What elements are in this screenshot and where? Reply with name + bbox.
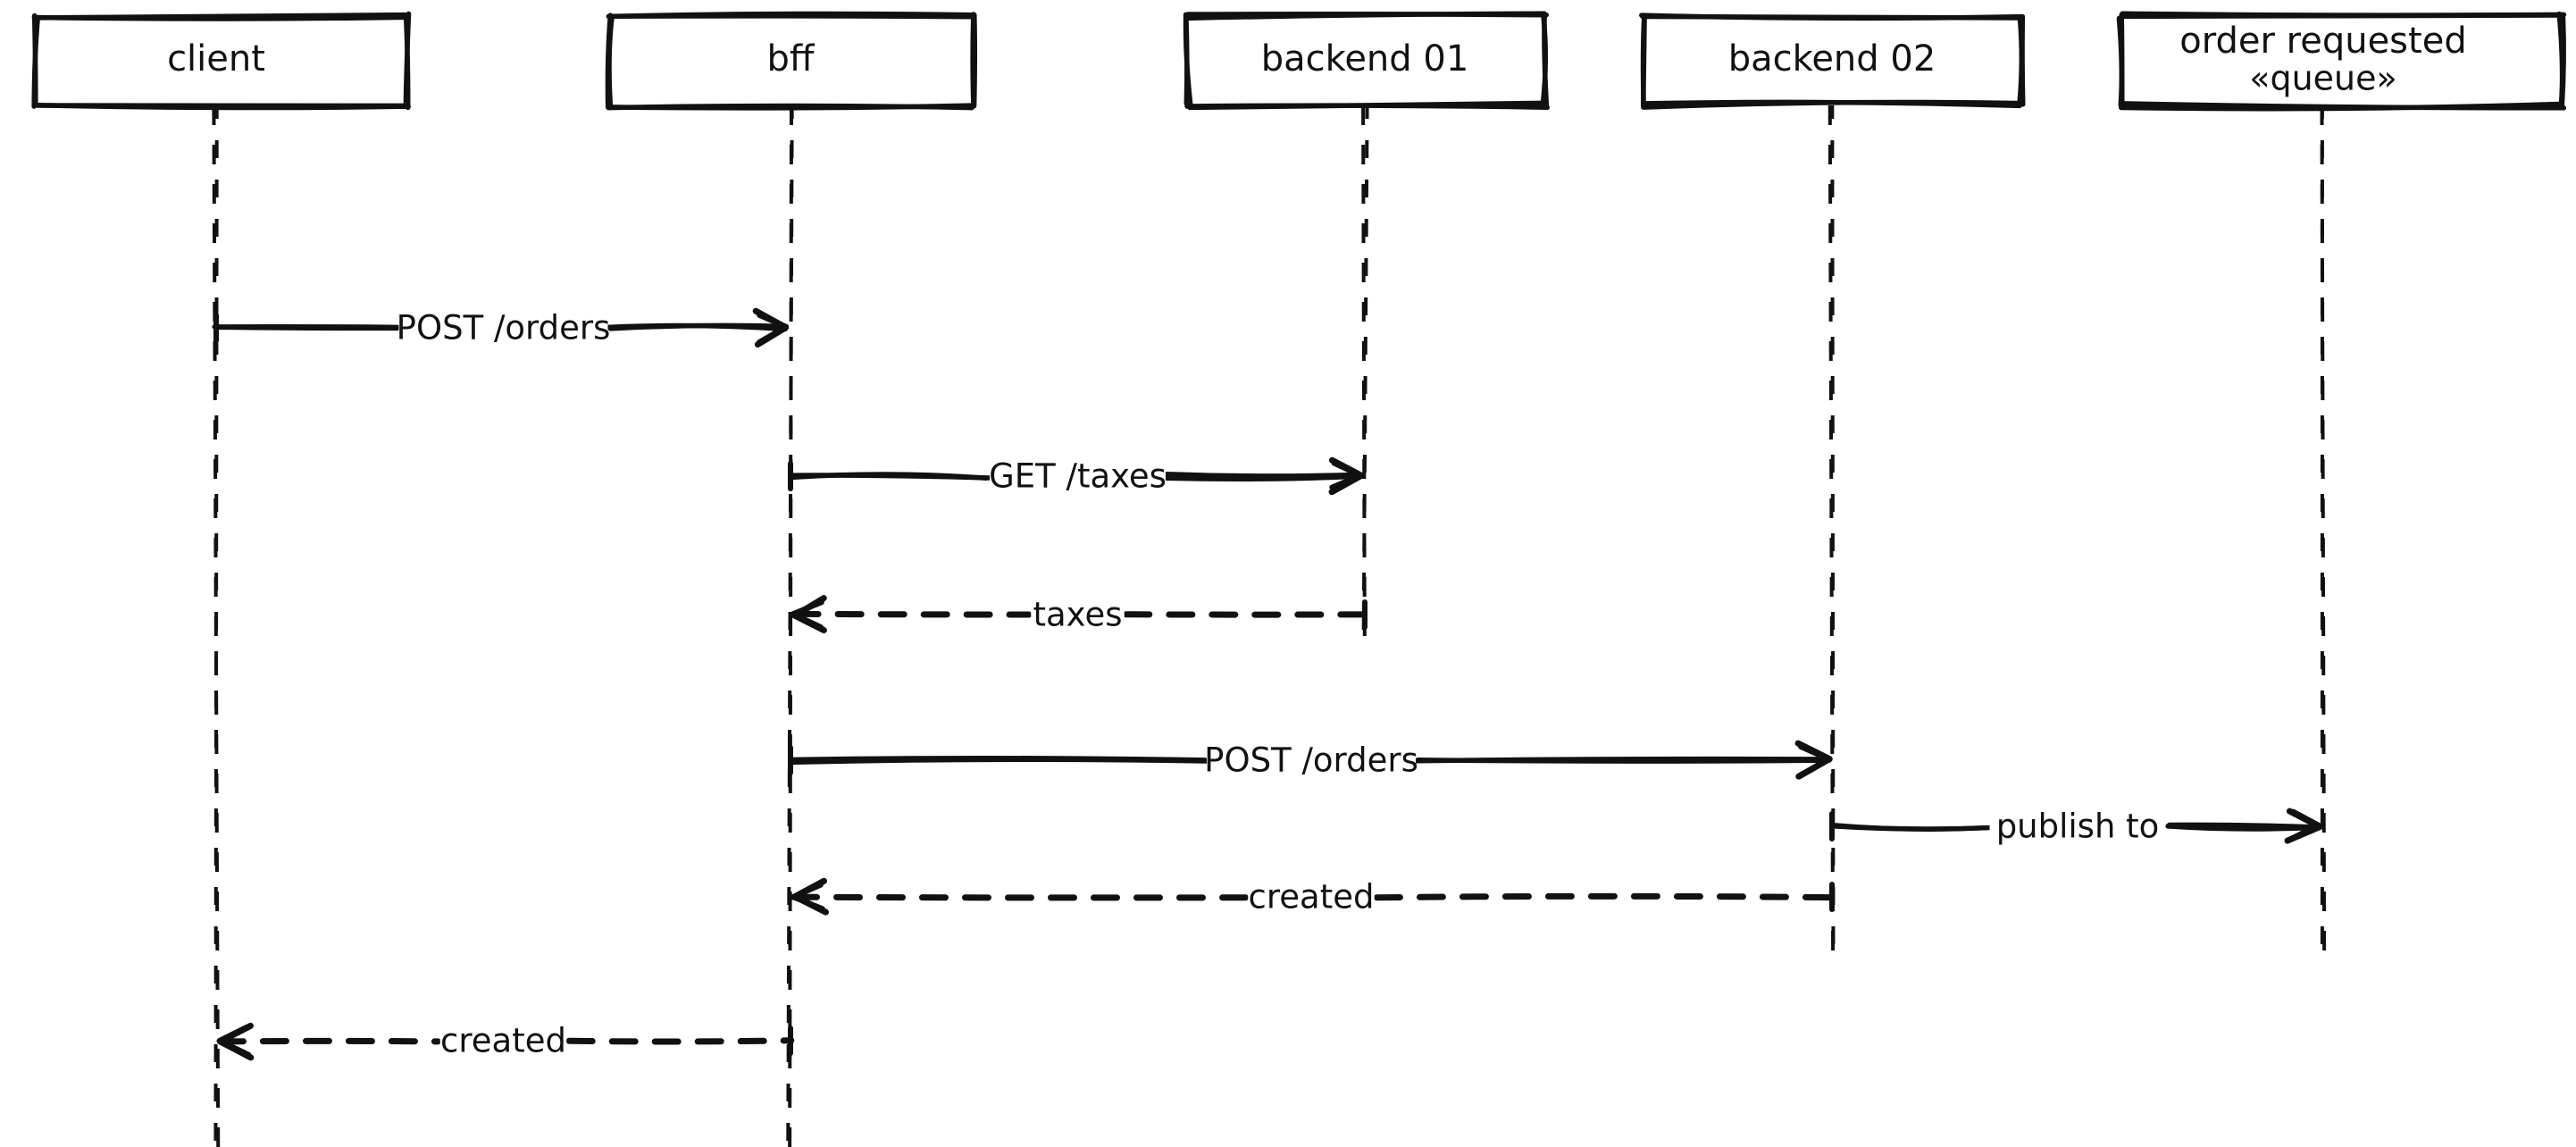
lifeline-client	[212, 105, 221, 1147]
participant-box-bff-edge	[970, 12, 976, 108]
arrowhead-m3-inner	[790, 599, 824, 630]
participant-stereotype-queue: «queue»	[2249, 59, 2397, 98]
participant-box-bff-edge	[606, 103, 974, 111]
participant-box-queue-edge	[2116, 15, 2125, 108]
lifeline-stroke	[786, 105, 794, 1147]
message-label-bg-m5	[1989, 803, 2166, 850]
message-line-m6	[790, 893, 1250, 901]
message-label-bg-m3	[1031, 591, 1125, 638]
message-line-m2	[788, 473, 992, 481]
message-line-m2	[1163, 473, 1366, 482]
message-label-bg-m7	[439, 1017, 567, 1064]
participant-box-backend02-edge	[1640, 14, 1647, 109]
message-label-bg-m1	[398, 305, 608, 351]
participant-label-backend02: backend 02	[1728, 38, 1936, 80]
message-line-m6	[1373, 892, 1836, 901]
message-label-m1: POST /orders	[397, 309, 611, 347]
participant-box-bff-fill	[610, 16, 974, 105]
participant-backend02[interactable]: backend 02	[1639, 13, 2026, 110]
message-m7[interactable]: created	[216, 1017, 795, 1064]
message-line-m1	[607, 322, 789, 331]
participant-label-bff: bff	[767, 38, 815, 80]
lifeline-stroke	[213, 105, 219, 1147]
participant-client[interactable]: client	[31, 11, 412, 111]
arrowhead-m4-inner	[1798, 743, 1832, 778]
participant-queue[interactable]: order requested«queue»	[2116, 11, 2567, 112]
lifeline-bff	[786, 105, 794, 1147]
participant-box-queue-edge	[2556, 11, 2565, 106]
participants-layer: client bff backend 01 backend 02 order reque…	[31, 11, 2567, 112]
participant-box-client-edge	[33, 103, 411, 111]
message-line-m4	[789, 757, 1209, 766]
participant-box-queue-edge	[2119, 101, 2567, 111]
lifelines-layer	[212, 105, 2327, 1147]
lifeline-backend01	[1361, 105, 1369, 642]
message-m6[interactable]: created	[790, 874, 1836, 920]
participant-label-client: client	[167, 38, 265, 80]
message-label-bg-m2	[990, 453, 1166, 499]
lifeline-stroke	[1361, 105, 1367, 642]
participant-box-backend02-edge	[1643, 99, 2022, 109]
message-label-m3: taxes	[1033, 596, 1123, 634]
participant-label-queue: order requested	[2179, 21, 2466, 62]
participant-box-backend01-fill	[1188, 16, 1545, 105]
participant-bff[interactable]: bff	[605, 11, 978, 111]
message-line-m3	[791, 610, 1033, 618]
arrowhead-m7-inner	[216, 1025, 252, 1058]
lifeline-stroke	[1361, 105, 1369, 642]
participant-box-backend02-edge	[2017, 15, 2025, 106]
message-line-m5	[1830, 824, 1993, 832]
message-line-m4	[1413, 756, 1829, 764]
message-label-m6: created	[1249, 878, 1375, 917]
participant-backend01[interactable]: backend 01	[1183, 11, 1550, 111]
participant-box-client-fill	[36, 16, 406, 105]
participant-box-backend01-edge	[1183, 13, 1190, 107]
participant-box-backend01-edge	[1185, 11, 1549, 18]
arrowhead-m1-inner	[757, 312, 790, 345]
message-m3[interactable]: taxes	[790, 591, 1369, 638]
message-line-m7	[565, 1037, 795, 1045]
message-label-bg-m6	[1248, 874, 1375, 920]
participant-box-backend01-edge	[1184, 103, 1550, 110]
message-m2[interactable]: GET /taxes	[788, 453, 1366, 499]
participant-box-client-edge	[31, 14, 408, 21]
participant-box-queue-edge	[2120, 11, 2567, 18]
participant-label-backend01: backend 01	[1261, 38, 1469, 80]
message-label-m4: POST /orders	[1204, 741, 1418, 780]
message-label-m7: created	[440, 1022, 566, 1060]
arrowhead-m5-inner	[2287, 808, 2321, 842]
participant-box-backend02-fill	[1643, 16, 2020, 105]
message-m1[interactable]: POST /orders	[212, 305, 790, 351]
message-label-m5: publish to	[1996, 808, 2160, 846]
message-m5[interactable]: publish to	[1829, 803, 2323, 850]
message-line-m5	[2165, 824, 2322, 832]
message-m4[interactable]: POST /orders	[788, 737, 1833, 783]
lifeline-queue	[2320, 105, 2327, 966]
participant-box-client-edge	[403, 11, 412, 107]
message-label-bg-m4	[1207, 737, 1416, 783]
message-line-m1	[212, 323, 400, 331]
participant-box-backend01-edge	[1540, 14, 1549, 107]
arrowhead-m6-inner	[790, 882, 825, 912]
message-label-m2: GET /taxes	[989, 457, 1167, 496]
participant-box-queue-fill	[2121, 16, 2562, 105]
participant-box-backend02-edge	[1640, 13, 2022, 21]
participant-box-bff-edge	[605, 13, 614, 110]
participant-box-bff-edge	[607, 13, 975, 20]
arrowhead-m2-inner	[1329, 460, 1364, 490]
participant-box-client-edge	[31, 13, 38, 107]
